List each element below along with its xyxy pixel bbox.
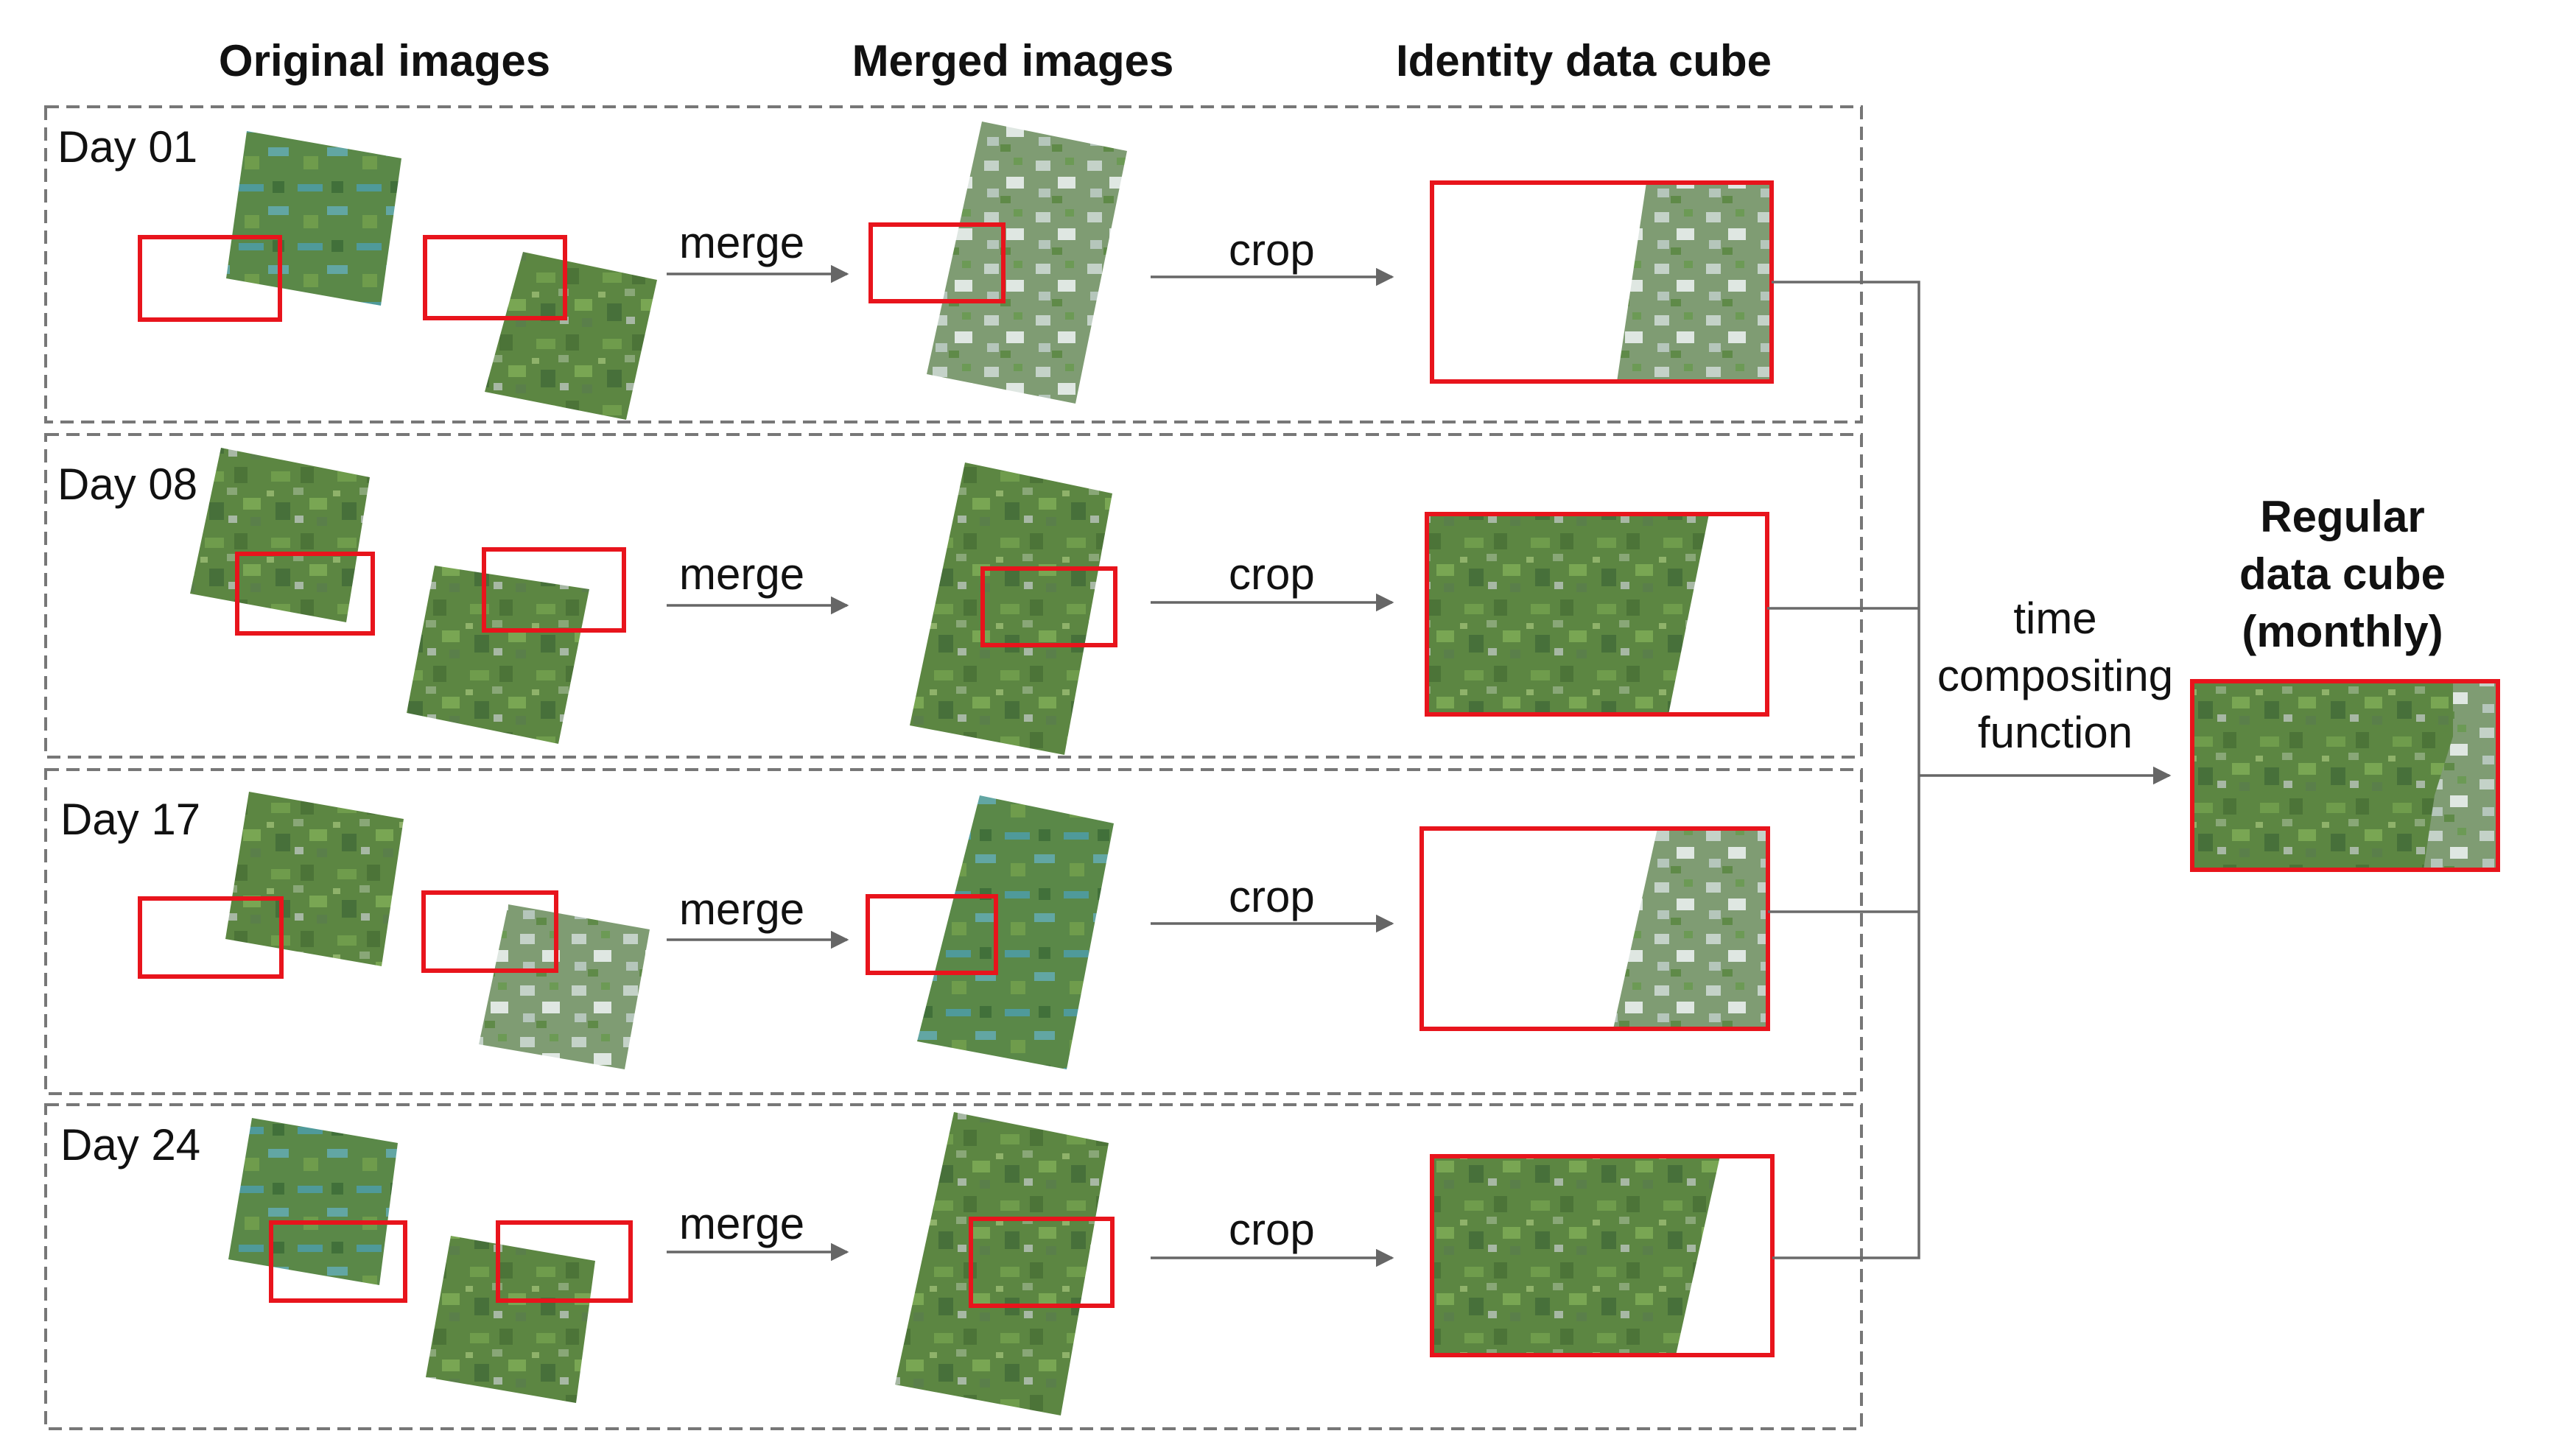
merge-label: merge [679,1199,804,1248]
result-title-line3: (monthly) [2242,607,2443,656]
roi-box [980,566,1117,647]
roi-box [269,1220,407,1303]
merge-label: merge [679,549,804,599]
original-image-a [226,131,401,306]
header-merged-images: Merged images [852,36,1174,85]
roi-box [866,894,998,975]
day-label: Day 24 [60,1120,200,1170]
day-label: Day 08 [57,460,197,509]
roi-box [868,222,1006,303]
day-label: Day 01 [57,122,197,172]
header-original-images: Original images [219,36,550,85]
original-image-b [485,252,657,420]
connector-bracket [1772,281,1920,1259]
original-image-a [190,448,370,622]
cropped-image [1617,183,1772,381]
regular-data-cube [2190,679,2500,872]
original-image-b [479,904,650,1069]
row-day-24: Day 24 merge crop [44,1103,1863,1430]
merged-image [895,1112,1109,1415]
crop-label: crop [1229,549,1315,599]
roi-box [235,552,375,636]
compositing-label-line1: time [2013,594,2096,643]
original-image-a [225,792,404,966]
cropped-image [1432,1156,1720,1355]
merged-image [917,795,1114,1069]
roi-box [423,235,567,320]
roi-box [138,235,282,322]
roi-box [969,1217,1115,1308]
result-title-line1: Regular [2260,492,2424,541]
row-panel [44,433,1863,759]
original-image-a [228,1118,398,1285]
identity-cube-tile [1419,826,1770,1031]
compositing-label-line2: compositing [1937,651,2173,700]
merge-label: merge [679,884,804,934]
row-panel [44,105,1863,423]
roi-box [496,1220,633,1303]
result-title-line2: data cube [2239,549,2446,599]
identity-cube-tile [1430,1154,1775,1357]
cloud-area [2424,681,2498,870]
merged-image [910,463,1112,755]
row-panel [44,768,1863,1095]
compositing-connectors [1767,281,2172,1259]
crop-label: crop [1229,225,1315,275]
cropped-image [1427,514,1709,714]
roi-box [421,890,558,973]
roi-box [138,896,284,979]
row-day-01: Day 01 merge crop [44,105,1863,423]
header-identity-data-cube: Identity data cube [1396,36,1772,85]
crop-label: crop [1229,1205,1315,1254]
row-day-08: Day 08 merge crop [44,433,1863,759]
identity-cube-tile [1425,512,1769,717]
cropped-image [1613,829,1768,1029]
merge-label: merge [679,218,804,267]
merged-image [927,122,1127,404]
compositing-label-line3: function [1978,708,2133,757]
crop-label: crop [1229,872,1315,921]
original-image-b [426,1236,595,1403]
row-panel [44,1103,1863,1430]
roi-box [482,547,626,633]
regular-cube-tile [2190,679,2500,872]
row-day-17: Day 17 merge crop [44,768,1863,1095]
original-image-b [407,566,589,744]
day-label: Day 17 [60,795,200,844]
